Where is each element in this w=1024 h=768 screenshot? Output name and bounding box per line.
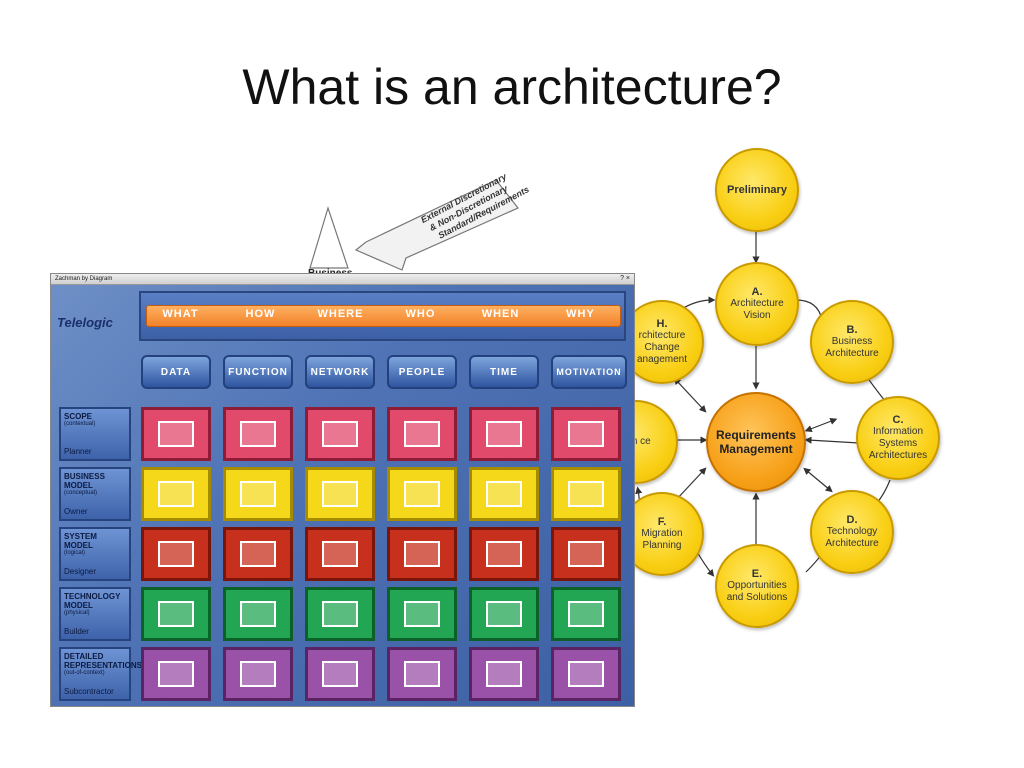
system-icon <box>240 601 276 627</box>
document-icon <box>158 661 194 687</box>
gear-icon <box>240 421 276 447</box>
zachman-grid: Telelogic WHAT HOW WHERE WHO WHEN WHY DA… <box>51 285 634 706</box>
question-what: WHAT <box>141 308 220 320</box>
world-map-icon <box>322 421 358 447</box>
row-scope[interactable]: SCOPE(contextual)Planner <box>59 407 131 461</box>
cell-detailed-motivation[interactable] <box>551 647 621 701</box>
document-icon <box>240 661 276 687</box>
distributed-system-icon <box>322 541 358 567</box>
schedule-icon <box>486 481 522 507</box>
cell-business-network[interactable] <box>305 467 375 521</box>
document-icon <box>404 661 440 687</box>
clock-icon <box>486 421 522 447</box>
document-icon <box>486 661 522 687</box>
document-icon <box>322 661 358 687</box>
cell-scope-motivation[interactable] <box>551 407 621 461</box>
question-icon <box>568 421 604 447</box>
cell-detailed-data[interactable] <box>141 647 211 701</box>
adm-node-preliminary: Preliminary <box>715 148 799 232</box>
zachman-window-title: Zachman by Diagram <box>55 276 112 282</box>
cell-detailed-people[interactable] <box>387 647 457 701</box>
row-business-model[interactable]: BUSINESS MODEL(conceptual)Owner <box>59 467 131 521</box>
question-when: WHEN <box>461 308 540 320</box>
question-band: WHAT HOW WHERE WHO WHEN WHY <box>139 291 626 341</box>
rules-icon <box>568 541 604 567</box>
adm-cycle-diagram: Preliminary A.Architecture Vision B.Busi… <box>600 140 970 640</box>
row-technology-model[interactable]: TECHNOLOGY MODEL(physical)Builder <box>59 587 131 641</box>
cell-detailed-function[interactable] <box>223 647 293 701</box>
cell-business-data[interactable] <box>141 467 211 521</box>
cell-scope-people[interactable] <box>387 407 457 461</box>
col-people[interactable]: PEOPLE <box>387 355 457 389</box>
cell-system-motivation[interactable] <box>551 527 621 581</box>
cell-system-time[interactable] <box>469 527 539 581</box>
cell-scope-function[interactable] <box>223 407 293 461</box>
window-controls[interactable]: ? × <box>620 274 630 284</box>
business-triangle-graphic: External Discretionary & Non-Discretiona… <box>296 150 536 280</box>
hardware-icon <box>322 601 358 627</box>
org-chart-icon <box>404 601 440 627</box>
zachman-titlebar[interactable]: Zachman by Diagram ? × <box>51 274 634 285</box>
document-icon <box>568 661 604 687</box>
bar-chart-icon <box>158 421 194 447</box>
col-motivation[interactable]: MOTIVATION <box>551 355 627 389</box>
slide-title: What is an architecture? <box>0 58 1024 116</box>
entity-diagram-icon <box>158 481 194 507</box>
adm-node-e: E.Opportunities and Solutions <box>715 544 799 628</box>
people-icon <box>404 421 440 447</box>
cell-business-motivation[interactable] <box>551 467 621 521</box>
adm-node-c: C.Information Systems Architectures <box>856 396 940 480</box>
timeline-icon <box>486 601 522 627</box>
cell-technology-network[interactable] <box>305 587 375 641</box>
cell-system-people[interactable] <box>387 527 457 581</box>
col-data[interactable]: DATA <box>141 355 211 389</box>
cell-scope-data[interactable] <box>141 407 211 461</box>
tables-icon <box>158 601 194 627</box>
data-model-icon <box>158 541 194 567</box>
col-time[interactable]: TIME <box>469 355 539 389</box>
cell-business-time[interactable] <box>469 467 539 521</box>
col-network[interactable]: NETWORK <box>305 355 375 389</box>
cell-technology-people[interactable] <box>387 587 457 641</box>
question-why: WHY <box>541 308 620 320</box>
org-chart-icon <box>404 541 440 567</box>
col-function[interactable]: FUNCTION <box>223 355 293 389</box>
cell-technology-data[interactable] <box>141 587 211 641</box>
rules-icon <box>568 601 604 627</box>
cell-detailed-time[interactable] <box>469 647 539 701</box>
question-where: WHERE <box>301 308 380 320</box>
cell-technology-function[interactable] <box>223 587 293 641</box>
question-who: WHO <box>381 308 460 320</box>
telelogic-logo: Telelogic <box>57 315 113 330</box>
row-system-model[interactable]: SYSTEM MODEL(logical)Designer <box>59 527 131 581</box>
zachman-window: Zachman by Diagram ? × Telelogic WHAT HO… <box>50 273 635 707</box>
cell-system-data[interactable] <box>141 527 211 581</box>
process-icon <box>240 481 276 507</box>
adm-node-d: D.Technology Architecture <box>810 490 894 574</box>
cell-system-network[interactable] <box>305 527 375 581</box>
document-icon <box>240 541 276 567</box>
question-how: HOW <box>221 308 300 320</box>
adm-node-b: B.Business Architecture <box>810 300 894 384</box>
org-chart-icon <box>404 481 440 507</box>
hierarchy-icon <box>568 481 604 507</box>
cell-business-function[interactable] <box>223 467 293 521</box>
cell-detailed-network[interactable] <box>305 647 375 701</box>
cell-technology-time[interactable] <box>469 587 539 641</box>
cell-system-function[interactable] <box>223 527 293 581</box>
timeline-icon <box>486 541 522 567</box>
adm-node-a: A.Architecture Vision <box>715 262 799 346</box>
cell-business-people[interactable] <box>387 467 457 521</box>
cell-technology-motivation[interactable] <box>551 587 621 641</box>
network-nodes-icon <box>322 481 358 507</box>
cell-scope-time[interactable] <box>469 407 539 461</box>
cell-scope-network[interactable] <box>305 407 375 461</box>
row-detailed-representations[interactable]: DETAILED REPRESENTATIONS(out-of-context)… <box>59 647 131 701</box>
adm-center-requirements: Requirements Management <box>706 392 806 492</box>
